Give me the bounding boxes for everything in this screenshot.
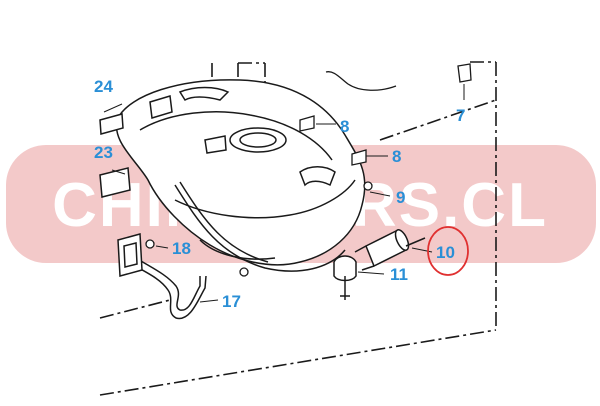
frame-bottom — [99, 329, 497, 396]
fasteners — [145, 63, 472, 277]
bolt-8a — [299, 115, 315, 132]
callout-7: 7 — [456, 106, 465, 125]
callout-23: 23 — [94, 143, 113, 162]
nut-18 — [145, 239, 155, 249]
callout-8-lower: 8 — [392, 147, 401, 166]
tank-strap — [174, 181, 346, 272]
frame-top-right — [379, 99, 497, 141]
callout-11: 11 — [390, 265, 408, 284]
callout-8-upper: 8 — [340, 117, 349, 136]
highlight-ring — [427, 226, 469, 276]
bolt-8b — [351, 149, 367, 166]
callout-18: 18 — [172, 239, 191, 258]
pump-opening — [229, 127, 287, 153]
callout-24: 24 — [94, 77, 113, 96]
vent-line — [325, 71, 397, 91]
fuel-filter — [354, 228, 426, 271]
filter-clamp — [333, 255, 357, 300]
nut-lower — [239, 267, 249, 277]
nut-9 — [363, 181, 373, 191]
clip-7 — [457, 63, 472, 83]
callouts: 24 23 7 8 8 9 10 11 17 18 — [94, 77, 465, 311]
fuel-hose — [127, 257, 207, 320]
callout-10: 10 — [436, 243, 455, 262]
callout-17: 17 — [222, 292, 241, 311]
canister-bracket — [99, 113, 143, 277]
frame-left-low — [99, 299, 171, 319]
callout-9: 9 — [396, 188, 405, 207]
